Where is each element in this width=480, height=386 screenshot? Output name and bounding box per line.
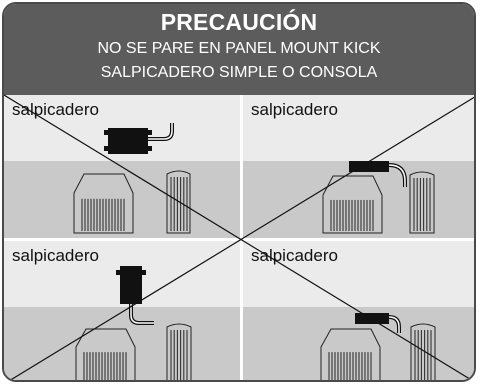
panel-label: salpicadero xyxy=(251,246,338,265)
caution-card: PRECAUCIÓN NO SE PARE EN PANEL MOUNT KIC… xyxy=(2,2,476,382)
cable-icon xyxy=(388,315,401,333)
panel-illustration xyxy=(320,313,436,380)
panel-label: salpicadero xyxy=(12,246,99,265)
prohibited-x-icon xyxy=(4,94,474,380)
brake-pedal-icon xyxy=(73,173,134,234)
brake-pedal-icon xyxy=(75,328,136,380)
device-icon xyxy=(355,313,389,324)
panel-illustration xyxy=(75,266,192,380)
panel-bottom-left: salpicadero xyxy=(4,241,240,380)
cable-icon xyxy=(148,123,174,141)
panel-bottom-right: salpicadero xyxy=(243,241,474,380)
brake-pedal-icon xyxy=(322,175,383,234)
caution-line-2: SALPICADERO SIMPLE O CONSOLA xyxy=(100,64,378,81)
panel-divider-vertical xyxy=(240,95,243,380)
device-icon xyxy=(349,161,389,172)
gas-pedal-icon xyxy=(166,323,192,380)
caution-line-1: NO SE PARE EN PANEL MOUNT KICK xyxy=(97,40,381,57)
panel-illustration xyxy=(322,161,435,234)
device-icon xyxy=(104,128,152,154)
gas-pedal-icon xyxy=(410,323,436,380)
cable-icon xyxy=(129,304,154,325)
panel-label: salpicadero xyxy=(12,100,99,119)
cable-icon xyxy=(388,163,407,187)
panel-top-right: salpicadero xyxy=(243,95,474,238)
gas-pedal-icon xyxy=(409,171,435,234)
panel-divider-horizontal xyxy=(4,238,474,241)
device-icon xyxy=(116,266,146,304)
panel-top-left: salpicadero xyxy=(4,95,240,238)
caution-title: PRECAUCIÓN xyxy=(160,9,318,35)
dash-area xyxy=(243,241,474,307)
brake-pedal-icon xyxy=(320,328,381,380)
dash-area xyxy=(243,95,474,161)
panel-label: salpicadero xyxy=(251,100,338,119)
caution-header: PRECAUCIÓN NO SE PARE EN PANEL MOUNT KIC… xyxy=(4,4,474,95)
